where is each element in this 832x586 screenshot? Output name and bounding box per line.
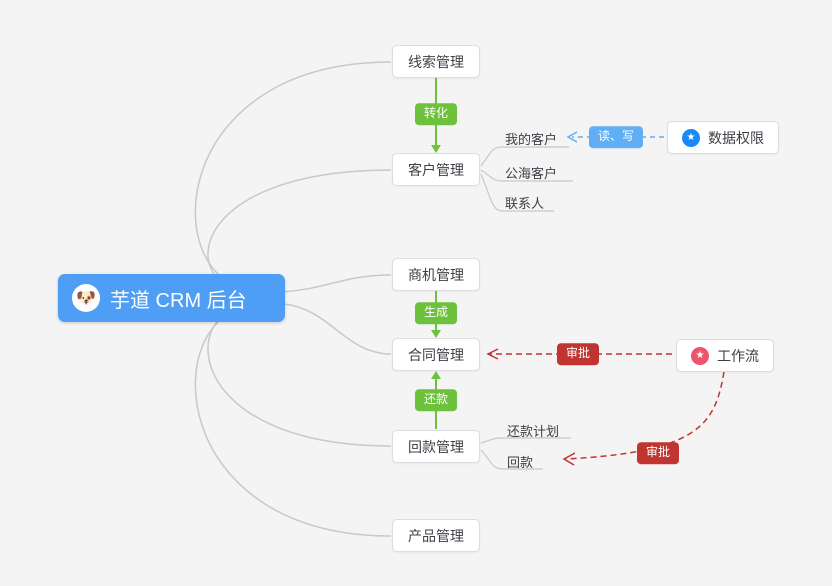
- star-glyph: ★: [686, 132, 696, 143]
- node-label: 数据权限: [708, 129, 764, 146]
- star-icon: ★: [691, 346, 709, 365]
- node-customer-management[interactable]: 客户管理: [392, 153, 480, 186]
- node-business-opportunity-management[interactable]: 商机管理: [392, 258, 480, 291]
- dog-emoji-icon: 🐶: [72, 284, 100, 312]
- node-contacts[interactable]: 联系人: [505, 196, 545, 211]
- node-repayment-plan[interactable]: 还款计划: [507, 424, 560, 439]
- edge-badge-generate: 生成: [414, 302, 458, 324]
- edge-badge-convert: 转化: [414, 103, 458, 125]
- star-icon: ★: [682, 128, 700, 147]
- arrow-repay-head: [431, 371, 441, 379]
- node-label: 合同管理: [408, 346, 464, 363]
- node-my-customers[interactable]: 我的客户: [505, 132, 558, 147]
- connector-root-business: [282, 274, 392, 293]
- arrow-approve-contract-head: [486, 348, 499, 360]
- star-glyph: ★: [695, 350, 705, 361]
- node-workflow[interactable]: ★ 工作流: [676, 339, 774, 372]
- node-label: 回款管理: [408, 438, 464, 455]
- arrow-convert-head: [431, 145, 441, 153]
- node-label: 产品管理: [408, 527, 464, 544]
- connector-receivable-receipt: [480, 449, 543, 470]
- connector-root-product: [194, 305, 392, 537]
- node-receivable-management[interactable]: 回款管理: [392, 430, 480, 463]
- node-label: 商机管理: [408, 266, 464, 283]
- child-connectors: [480, 146, 573, 470]
- connector-root-receivable: [207, 303, 392, 447]
- node-public-sea-customers[interactable]: 公海客户: [505, 166, 558, 181]
- connector-root-contract: [282, 303, 392, 355]
- edge-badge-read-write: 读、写: [588, 126, 644, 148]
- arrow-generate-head: [431, 330, 441, 338]
- connector-customers-public: [480, 169, 573, 182]
- node-contract-management[interactable]: 合同管理: [392, 338, 480, 371]
- arrow-approve-receipt-head: [562, 452, 576, 466]
- root-node-label: 芋道 CRM 后台: [110, 289, 247, 312]
- edge-badge-repay: 还款: [414, 389, 458, 411]
- node-product-management[interactable]: 产品管理: [392, 519, 480, 552]
- edge-badge-approve-contract: 审批: [556, 343, 600, 365]
- edge-badge-approve-receipt: 审批: [636, 442, 680, 464]
- root-node-crm-backend[interactable]: 🐶 芋道 CRM 后台: [58, 274, 285, 322]
- connector-receivable-plan: [480, 437, 571, 444]
- node-label: 工作流: [717, 347, 759, 364]
- node-label: 客户管理: [408, 161, 464, 178]
- dog-emoji-glyph: 🐶: [76, 290, 96, 307]
- arrow-readwrite-head: [566, 131, 578, 143]
- node-label: 线索管理: [408, 53, 464, 70]
- node-receipt[interactable]: 回款: [507, 455, 534, 470]
- node-leads-management[interactable]: 线索管理: [392, 45, 480, 78]
- connector-root-leads: [194, 61, 392, 291]
- connector-customers-contact: [480, 173, 554, 212]
- green-arrows: [431, 78, 441, 429]
- connector-customers-my: [480, 146, 569, 167]
- arrow-approve-receipt-line: [565, 371, 725, 460]
- node-data-permission[interactable]: ★ 数据权限: [667, 121, 779, 154]
